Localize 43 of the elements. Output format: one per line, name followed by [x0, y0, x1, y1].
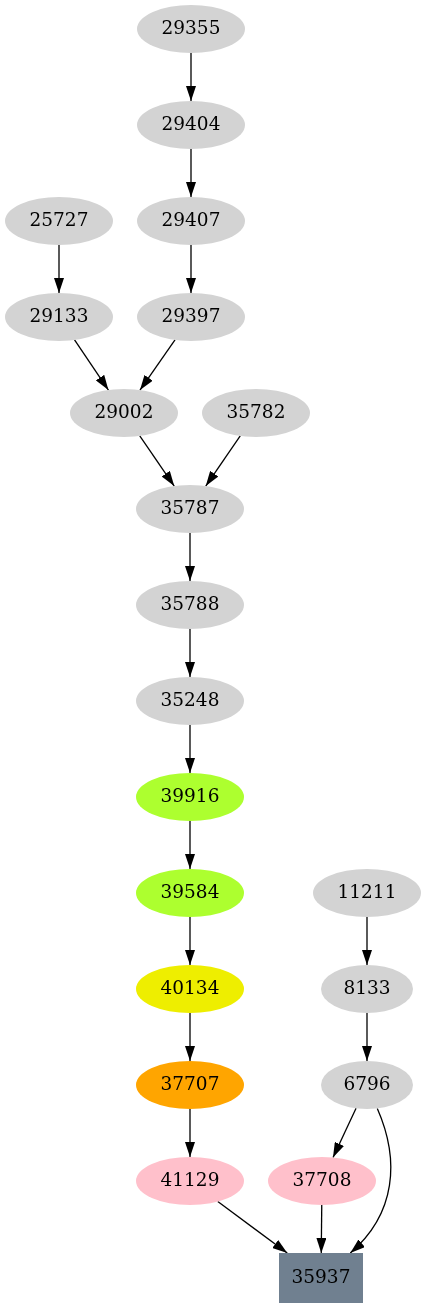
node-label: 29397: [161, 305, 221, 327]
arrow: [362, 1012, 372, 1062]
node-label: 37708: [292, 1169, 352, 1191]
arrow: [185, 628, 195, 678]
arrow: [185, 724, 195, 774]
node-label: 29133: [29, 305, 89, 327]
arrow: [185, 1012, 195, 1062]
arrow: [185, 820, 195, 870]
node-label: 40134: [160, 977, 220, 999]
arrow: [54, 244, 64, 294]
node-label: 29407: [161, 209, 221, 231]
node-label: 11211: [337, 881, 397, 903]
node-label: 37707: [160, 1073, 220, 1095]
node-label: 35782: [226, 401, 286, 423]
arrow: [73, 339, 110, 391]
arrow: [186, 52, 196, 102]
arrow: [217, 1200, 288, 1254]
arrow: [332, 1107, 357, 1159]
node-label: 8133: [343, 977, 391, 999]
node-label: 41129: [160, 1169, 220, 1191]
arrow: [186, 148, 196, 198]
arrow: [186, 244, 196, 294]
arrow: [185, 532, 195, 582]
node-label: 25727: [29, 209, 89, 231]
node-label: 35787: [160, 497, 220, 519]
arrow: [362, 916, 372, 966]
arrow: [139, 339, 176, 391]
node-label: 29404: [161, 113, 221, 135]
arrow: [185, 916, 195, 966]
arrow: [205, 435, 241, 487]
node-label: 35937: [291, 1266, 351, 1288]
node-label: 29355: [161, 17, 221, 39]
rectangle-node: [279, 1253, 363, 1303]
node-label: 39916: [160, 785, 220, 807]
node-label: 35248: [160, 689, 220, 711]
node-label: 39584: [160, 881, 220, 903]
arrow: [349, 1107, 392, 1254]
arrow: [185, 1108, 195, 1158]
arrow: [316, 1204, 327, 1254]
node-label: 29002: [94, 401, 154, 423]
node-label: 35788: [160, 593, 220, 615]
node-label: 6796: [343, 1073, 391, 1095]
arrow: [139, 435, 175, 487]
